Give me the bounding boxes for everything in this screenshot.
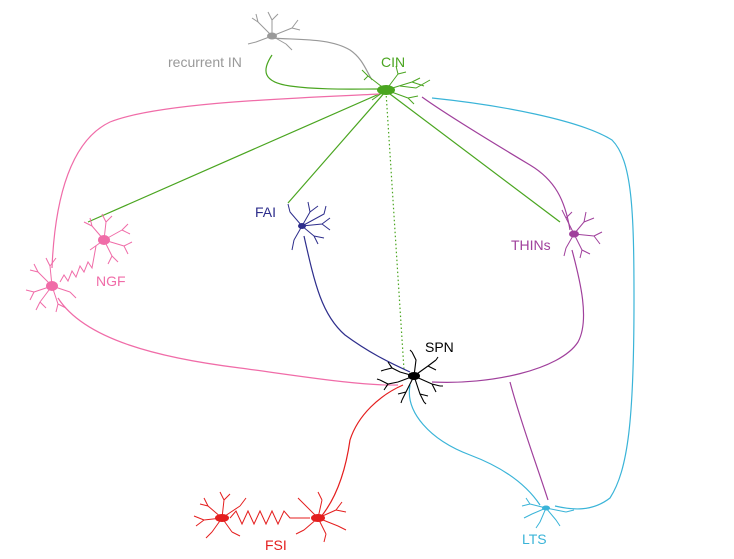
ngf-neuron-upper xyxy=(83,213,133,265)
label-fsi: FSI xyxy=(265,537,287,553)
label-spn: SPN xyxy=(425,339,454,355)
label-fai: FAI xyxy=(255,204,276,220)
spn-to-lts-purple-connection xyxy=(509,381,549,501)
ngf-from-cin-connection xyxy=(51,93,381,269)
cin-neuron xyxy=(361,65,431,105)
recurrent-in-neuron xyxy=(247,11,301,51)
spn-neuron xyxy=(376,349,443,405)
fsi-gap-junction xyxy=(229,509,310,526)
connections xyxy=(51,37,635,519)
thins-neuron xyxy=(561,209,603,259)
fsi-to-spn-connection xyxy=(319,384,404,519)
fai-neuron xyxy=(287,201,331,251)
cin-to-recurrent-in-connection xyxy=(265,54,379,90)
lts-from-cin-connection xyxy=(431,97,635,510)
ngf-to-spn-connection xyxy=(57,297,399,386)
ngf-gap-junction xyxy=(59,245,97,283)
cin-to-fai-connection xyxy=(287,90,387,204)
label-cin: CIN xyxy=(381,54,405,70)
cin-to-thins-connection xyxy=(385,90,561,223)
spn-to-lts-connection xyxy=(408,384,541,506)
lts-neuron xyxy=(521,497,575,529)
label-lts: LTS xyxy=(522,531,547,547)
ngf-neuron-lower xyxy=(25,257,77,313)
thins-from-cin-connection xyxy=(421,96,571,231)
fsi-neuron-left xyxy=(193,491,247,539)
fsi-neuron-right xyxy=(295,491,347,543)
label-recurrent-in: recurrent IN xyxy=(168,54,242,70)
recurrent-in-to-cin-connection xyxy=(271,37,373,81)
cin-to-ngf-connection xyxy=(87,90,387,223)
label-thins: THINs xyxy=(511,237,551,253)
label-ngf: NGF xyxy=(96,273,126,289)
cin-to-spn-dotted-connection xyxy=(385,91,405,371)
fai-to-spn-connection xyxy=(303,235,411,373)
thins-to-spn-connection xyxy=(431,249,585,383)
